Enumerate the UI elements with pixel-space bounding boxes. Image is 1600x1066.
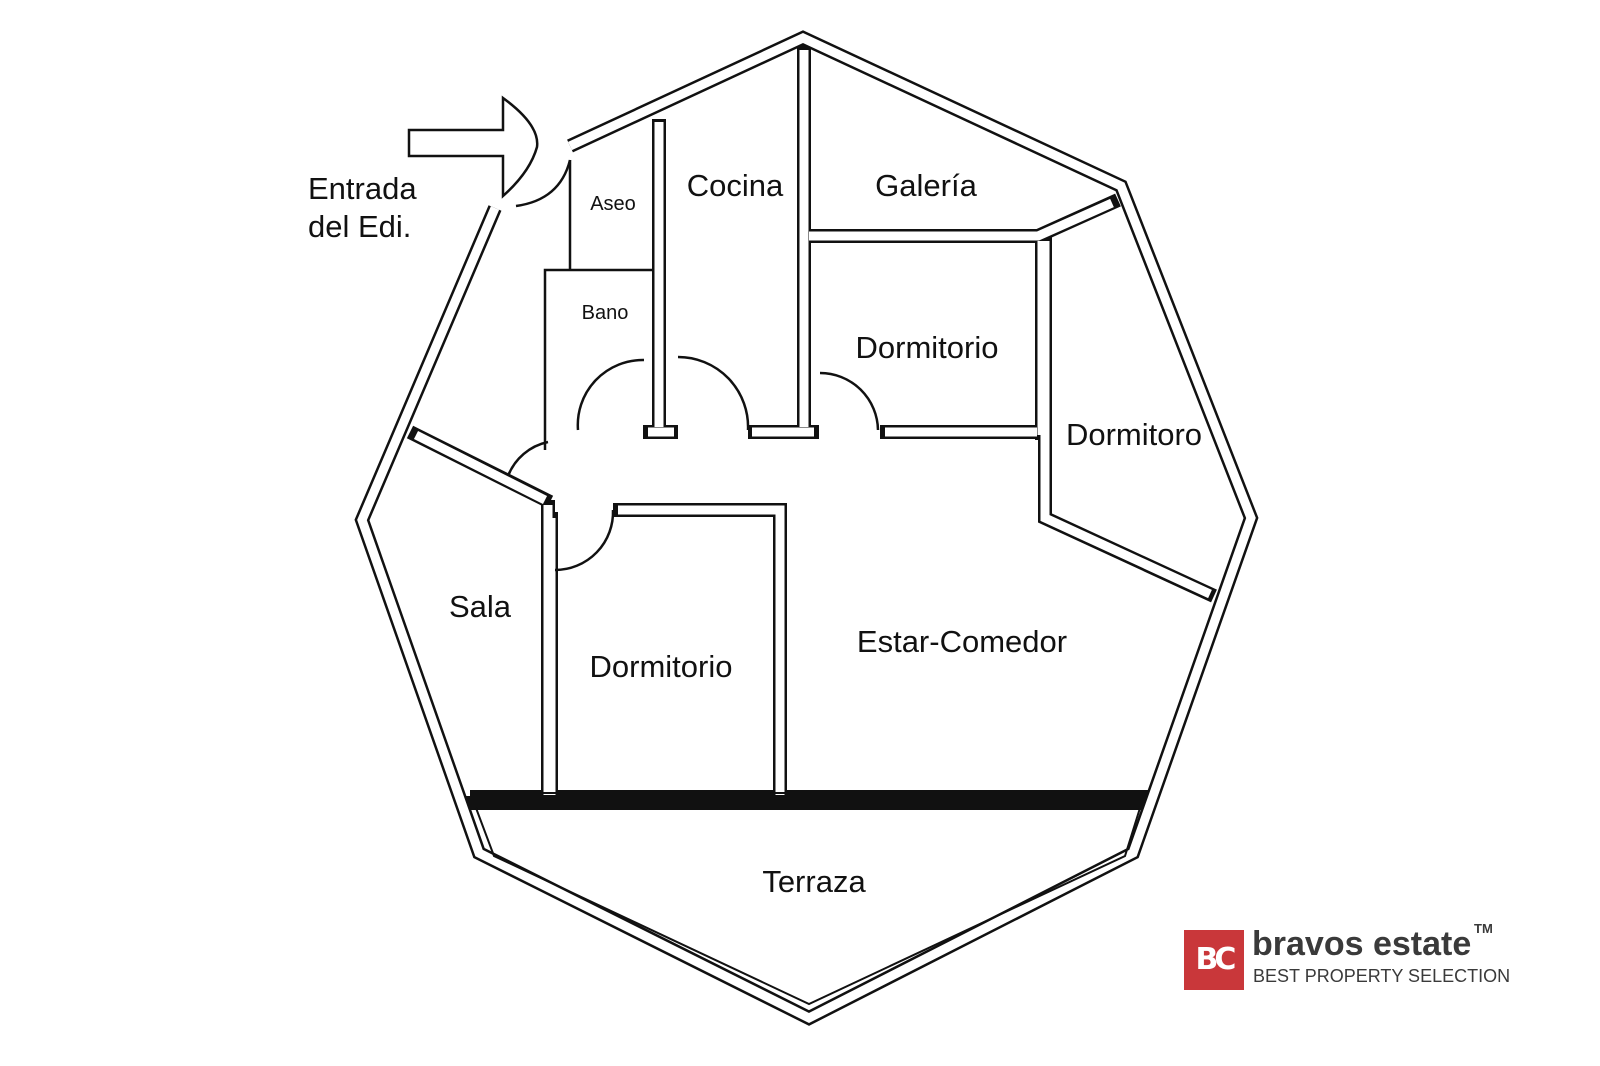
entrance-label-line1: Entrada — [308, 171, 417, 206]
entrance-arrow-icon — [407, 95, 539, 199]
door-bano — [576, 358, 645, 431]
room-label-estar-comedor: Estar-Comedor — [856, 624, 1068, 659]
door-swings — [506, 159, 880, 572]
logo-name: bravos estate — [1252, 925, 1472, 963]
door-dormitorio-bottom — [554, 509, 615, 572]
thin-partitions — [543, 160, 653, 450]
walls-fill — [357, 33, 1256, 1024]
room-label-dormitoro-right: Dormitoro — [1065, 417, 1203, 452]
wall-dormitoro — [1038, 236, 1217, 603]
room-label-dormitorio-top: Dormitorio — [855, 330, 999, 365]
door-cocina — [677, 355, 750, 431]
entrance-label-line2: del Edi. — [308, 209, 412, 244]
logo-trademark: TM — [1474, 921, 1493, 936]
entrance-label: Entrada del Edi. — [308, 170, 417, 246]
logo-mark: BC — [1184, 930, 1244, 990]
door-corridor — [506, 440, 549, 477]
room-label-bano: Bano — [581, 302, 629, 324]
terraza-band — [475, 792, 1142, 1006]
room-label-dormitorio-bottom: Dormitorio — [589, 649, 733, 684]
room-label-sala: Sala — [448, 589, 512, 624]
room-label-galeria: Galería — [875, 168, 977, 203]
room-label-aseo: Aseo — [590, 193, 636, 215]
room-label-cocina: Cocina — [686, 168, 784, 203]
room-label-terraza: Terraza — [762, 864, 866, 899]
logo-tagline: BEST PROPERTY SELECTION — [1253, 966, 1511, 986]
door-entrance — [515, 159, 572, 208]
door-dormitorio-top — [819, 371, 880, 431]
